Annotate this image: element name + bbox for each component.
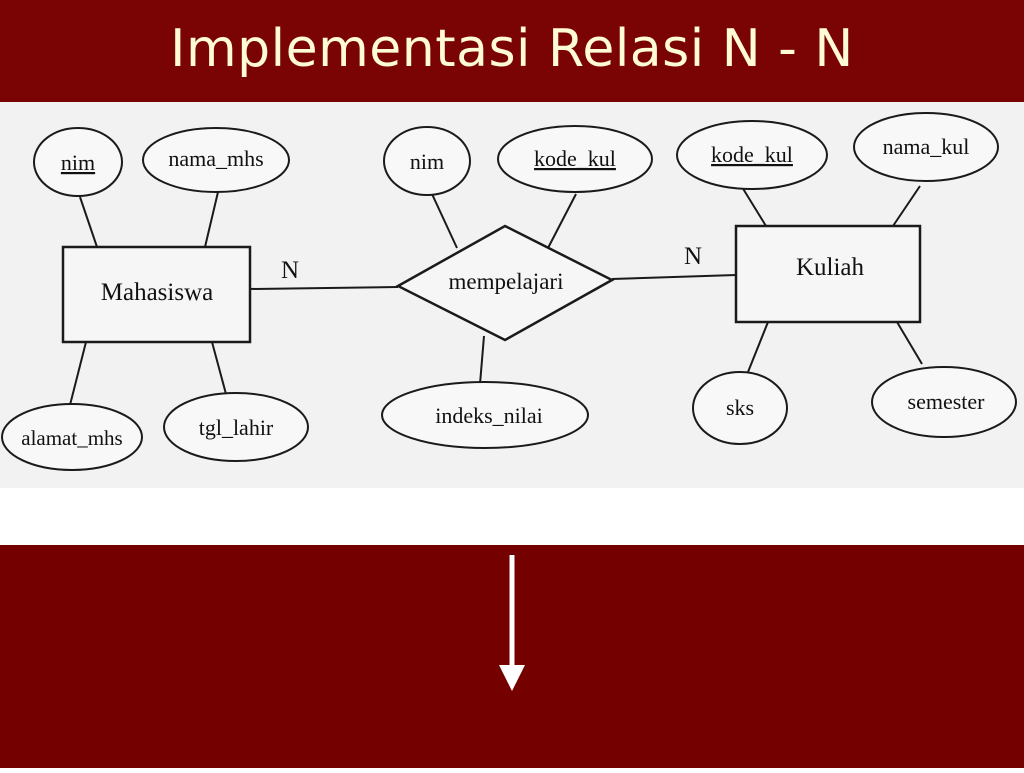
line-mempelajari-nim bbox=[431, 193, 458, 249]
attribute-kuliah-sks-label: sks bbox=[726, 395, 754, 420]
cardinality-left-label: N bbox=[281, 257, 299, 284]
line-kuliah-sks bbox=[747, 321, 769, 373]
relationship-mempelajari-label: mempelajari bbox=[449, 269, 564, 294]
attribute-mahasiswa-alamat-label: alamat_mhs bbox=[21, 426, 122, 450]
attribute-mahasiswa-tgl: tgl_lahir bbox=[163, 392, 309, 462]
attribute-mempelajari-nim: nim bbox=[383, 126, 471, 196]
attribute-kuliah-nama: nama_kul bbox=[853, 112, 999, 182]
line-mempelajari-indeks bbox=[479, 335, 485, 385]
entity-mahasiswa: Mahasiswa bbox=[61, 245, 252, 344]
line-mahasiswa-mempelajari bbox=[249, 286, 399, 290]
line-kuliah-kode bbox=[741, 186, 767, 227]
er-diagram: Mahasiswa Kuliah mempelajari N N nim nam… bbox=[0, 102, 1024, 488]
er-diagram-canvas: Mahasiswa Kuliah mempelajari N N nim nam… bbox=[1, 112, 1017, 471]
relationship-mempelajari: mempelajari bbox=[395, 224, 615, 342]
entity-mahasiswa-label: Mahasiswa bbox=[101, 279, 213, 306]
attribute-mempelajari-nim-label: nim bbox=[410, 149, 444, 174]
attribute-mahasiswa-nama: nama_mhs bbox=[142, 127, 290, 193]
line-mempelajari-kuliah bbox=[611, 274, 737, 280]
footer-panel bbox=[0, 545, 1024, 768]
line-mempelajari-kode bbox=[547, 193, 577, 249]
line-mahasiswa-nama bbox=[204, 191, 219, 248]
line-kuliah-nama bbox=[892, 185, 921, 227]
entity-kuliah-label: Kuliah bbox=[796, 254, 865, 281]
attribute-kuliah-kode-label: kode_kul bbox=[711, 142, 793, 167]
attribute-mahasiswa-nama-label: nama_mhs bbox=[168, 146, 263, 171]
footer-canvas bbox=[499, 555, 525, 691]
arrow-down-icon bbox=[499, 555, 525, 691]
attribute-kuliah-sks: sks bbox=[692, 371, 788, 445]
attribute-mahasiswa-nim: nim bbox=[33, 127, 123, 197]
attribute-mempelajari-indeks: indeks_nilai bbox=[381, 381, 589, 449]
attribute-kuliah-kode: kode_kul bbox=[676, 120, 828, 190]
entity-kuliah: Kuliah bbox=[734, 224, 922, 324]
attribute-kuliah-nama-label: nama_kul bbox=[883, 134, 970, 159]
attribute-kuliah-semester-label: semester bbox=[908, 389, 986, 414]
attribute-mempelajari-kode-label: kode_kul bbox=[534, 146, 616, 171]
line-mahasiswa-tgl bbox=[211, 341, 227, 395]
cardinality-right-label: N bbox=[684, 243, 702, 270]
slide-title: Implementasi Relasi N - N bbox=[170, 19, 854, 79]
attribute-mempelajari-indeks-label: indeks_nilai bbox=[435, 403, 543, 428]
attribute-mempelajari-kode: kode_kul bbox=[497, 125, 653, 193]
attribute-mahasiswa-alamat: alamat_mhs bbox=[1, 403, 143, 471]
attribute-kuliah-semester: semester bbox=[871, 366, 1017, 438]
attribute-mahasiswa-nim-label: nim bbox=[61, 150, 95, 175]
connector-lines bbox=[69, 185, 923, 406]
title-bar: Implementasi Relasi N - N bbox=[0, 0, 1024, 102]
line-mahasiswa-nim bbox=[79, 196, 98, 248]
line-mahasiswa-alamat bbox=[69, 341, 87, 406]
line-kuliah-semester bbox=[896, 321, 923, 365]
attribute-mahasiswa-tgl-label: tgl_lahir bbox=[199, 415, 274, 440]
